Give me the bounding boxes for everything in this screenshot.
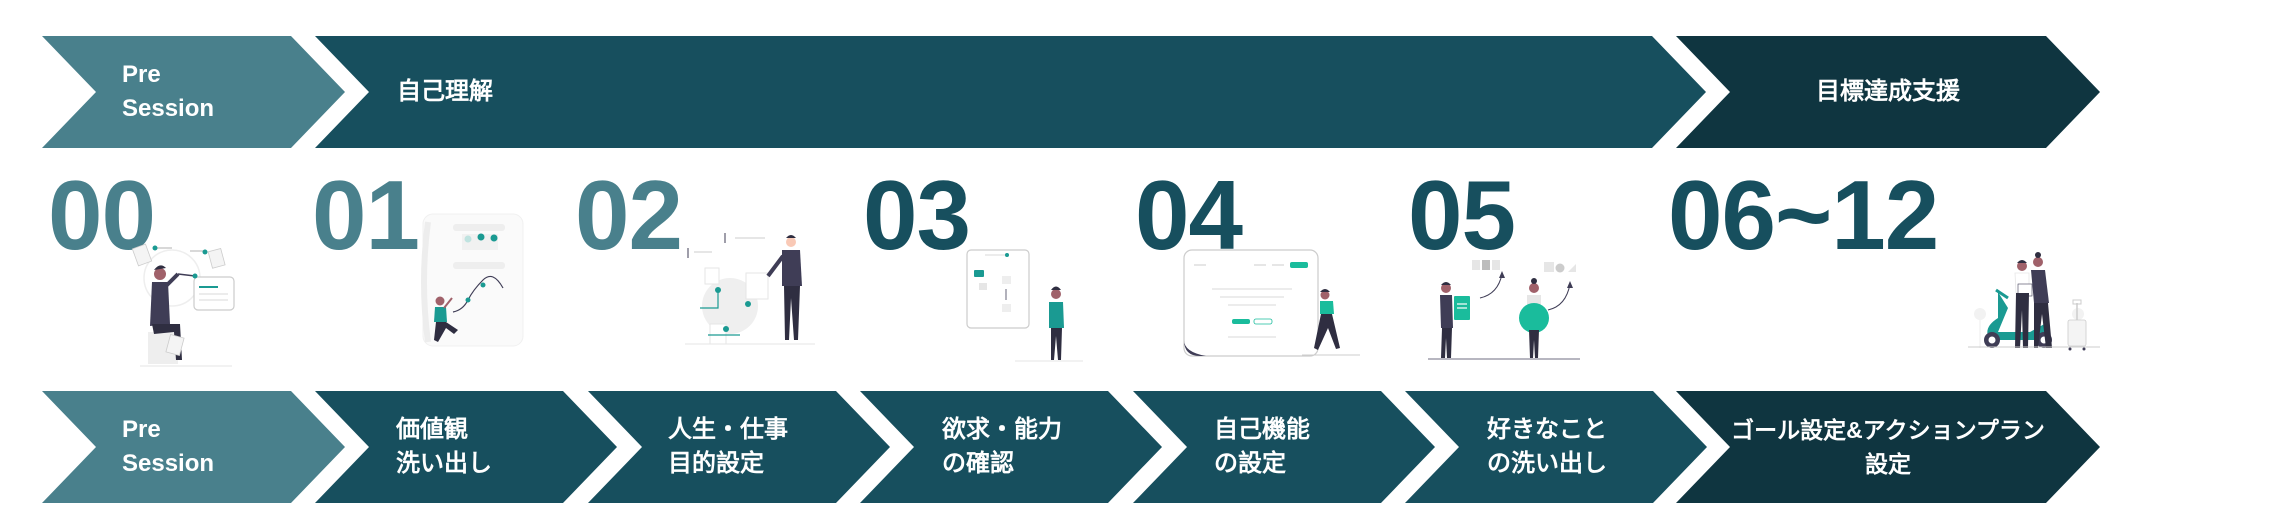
session-chevron-05 (1405, 391, 1707, 503)
session-chevron-00 (42, 391, 345, 503)
phase-chevron-self-understanding (315, 36, 1706, 148)
session-number-05: 05 (1408, 160, 1516, 270)
session-chevron-04 (1133, 391, 1435, 503)
session-chevron-02 (588, 391, 890, 503)
session-label-03: 欲求・能力 の確認 (942, 416, 1062, 477)
session-label-04: 自己機能 の設定 (1214, 416, 1310, 477)
illustration-person-walking-by-browser (1183, 249, 1360, 357)
illustration-people-sorting-items (1428, 260, 1580, 360)
illustration-person-climbing-chart (421, 213, 524, 347)
session-chevron-06-12 (1676, 391, 2100, 503)
session-number-04: 04 (1135, 160, 1243, 270)
phase-label-pre-session: Pre Session (122, 61, 215, 122)
session-label-06-12: ゴール設定&アクションプラン設定 (1731, 417, 2045, 477)
illustration-person-standing-by-board (966, 249, 1083, 362)
illustration-person-sitting-with-documents (131, 243, 235, 367)
session-number-06-12: 06~12 (1668, 160, 1939, 270)
phase-label-goal-support: 目標達成支援 (1816, 78, 1960, 105)
session-chevron-01 (315, 391, 617, 503)
session-chevron-03 (860, 391, 1162, 503)
illustration-couple-with-scooter (1968, 252, 2100, 351)
phase-label-self-understanding: 自己理解 (397, 78, 493, 105)
session-label-05: 好きなこと の洗い出し (1487, 416, 1607, 477)
session-label-01: 価値観 洗い出し (396, 416, 492, 477)
session-number-02: 02 (575, 160, 683, 270)
session-number-03: 03 (863, 160, 971, 270)
session-label-02: 人生・仕事 目的設定 (668, 416, 788, 477)
illustration-person-presenting-flowchart (685, 233, 815, 345)
session-number-01: 01 (312, 160, 420, 270)
session-label-00: Pre Session (122, 416, 215, 477)
phase-chevron-goal-support (1676, 36, 2100, 148)
phase-chevron-pre-session (42, 36, 345, 148)
